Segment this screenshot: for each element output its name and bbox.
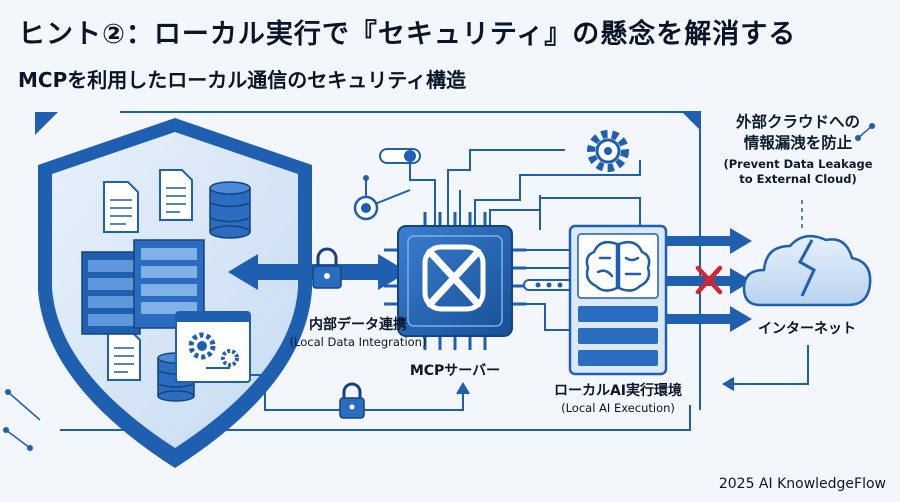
footer-credit: 2025 AI KnowledgeFlow	[718, 476, 886, 492]
prevent-leak-line1: 外部クラウドへの	[735, 113, 860, 131]
server-rack-icon	[81, 251, 141, 335]
toggle-icon	[379, 148, 421, 164]
page-title: ヒント②：ローカル実行で『セキュリティ』の懸念を解消する	[18, 19, 797, 50]
chip-ai-link	[523, 279, 575, 291]
prevent-leak-line2: 情報漏洩を防止	[743, 134, 853, 152]
lock-icon	[339, 382, 365, 419]
internet-label-main: インターネット	[758, 321, 856, 337]
mcp-server-label: MCPサーバー	[395, 360, 515, 380]
settings-window-icon	[175, 311, 251, 383]
document-icon	[159, 169, 193, 221]
gear-icon	[587, 130, 629, 172]
prevent-leak-sub2: to External Cloud)	[739, 172, 857, 186]
local-data-label-sub: (Local Data Integration)	[289, 335, 427, 349]
outer-frame	[35, 111, 701, 431]
local-data-label: 内部データ連携 (Local Data Integration)	[278, 314, 438, 349]
document-icon	[103, 181, 139, 233]
internet-label: インターネット	[752, 318, 862, 338]
block-x-icon	[695, 265, 723, 295]
mcp-chip-icon	[384, 212, 526, 350]
lock-icon	[312, 247, 342, 289]
chip-ai-connectors	[526, 197, 641, 331]
document-icon	[107, 329, 141, 381]
prevent-leak-sub1: (Prevent Data Leakage	[723, 157, 873, 171]
return-line	[722, 345, 809, 391]
decorative-nodes	[3, 123, 875, 451]
cloud-icon	[742, 234, 872, 307]
page-subtitle: MCPを利用したローカル通信のセキュリティ構造	[18, 68, 467, 92]
database-icon	[209, 181, 251, 239]
bottom-loop-line	[250, 374, 470, 411]
mcp-server-label-main: MCPサーバー	[409, 363, 501, 379]
local-ai-label: ローカルAI実行環境 (Local AI Execution)	[538, 380, 698, 415]
local-data-label-main: 内部データ連携	[309, 317, 407, 333]
brain-icon	[585, 241, 651, 292]
prevent-leak-label: 外部クラウドへの 情報漏洩を防止 (Prevent Data Leakage t…	[698, 112, 898, 187]
local-ai-label-main: ローカルAI実行環境	[553, 383, 683, 399]
local-ai-label-sub: (Local AI Execution)	[561, 401, 675, 415]
node-icon	[353, 175, 379, 221]
